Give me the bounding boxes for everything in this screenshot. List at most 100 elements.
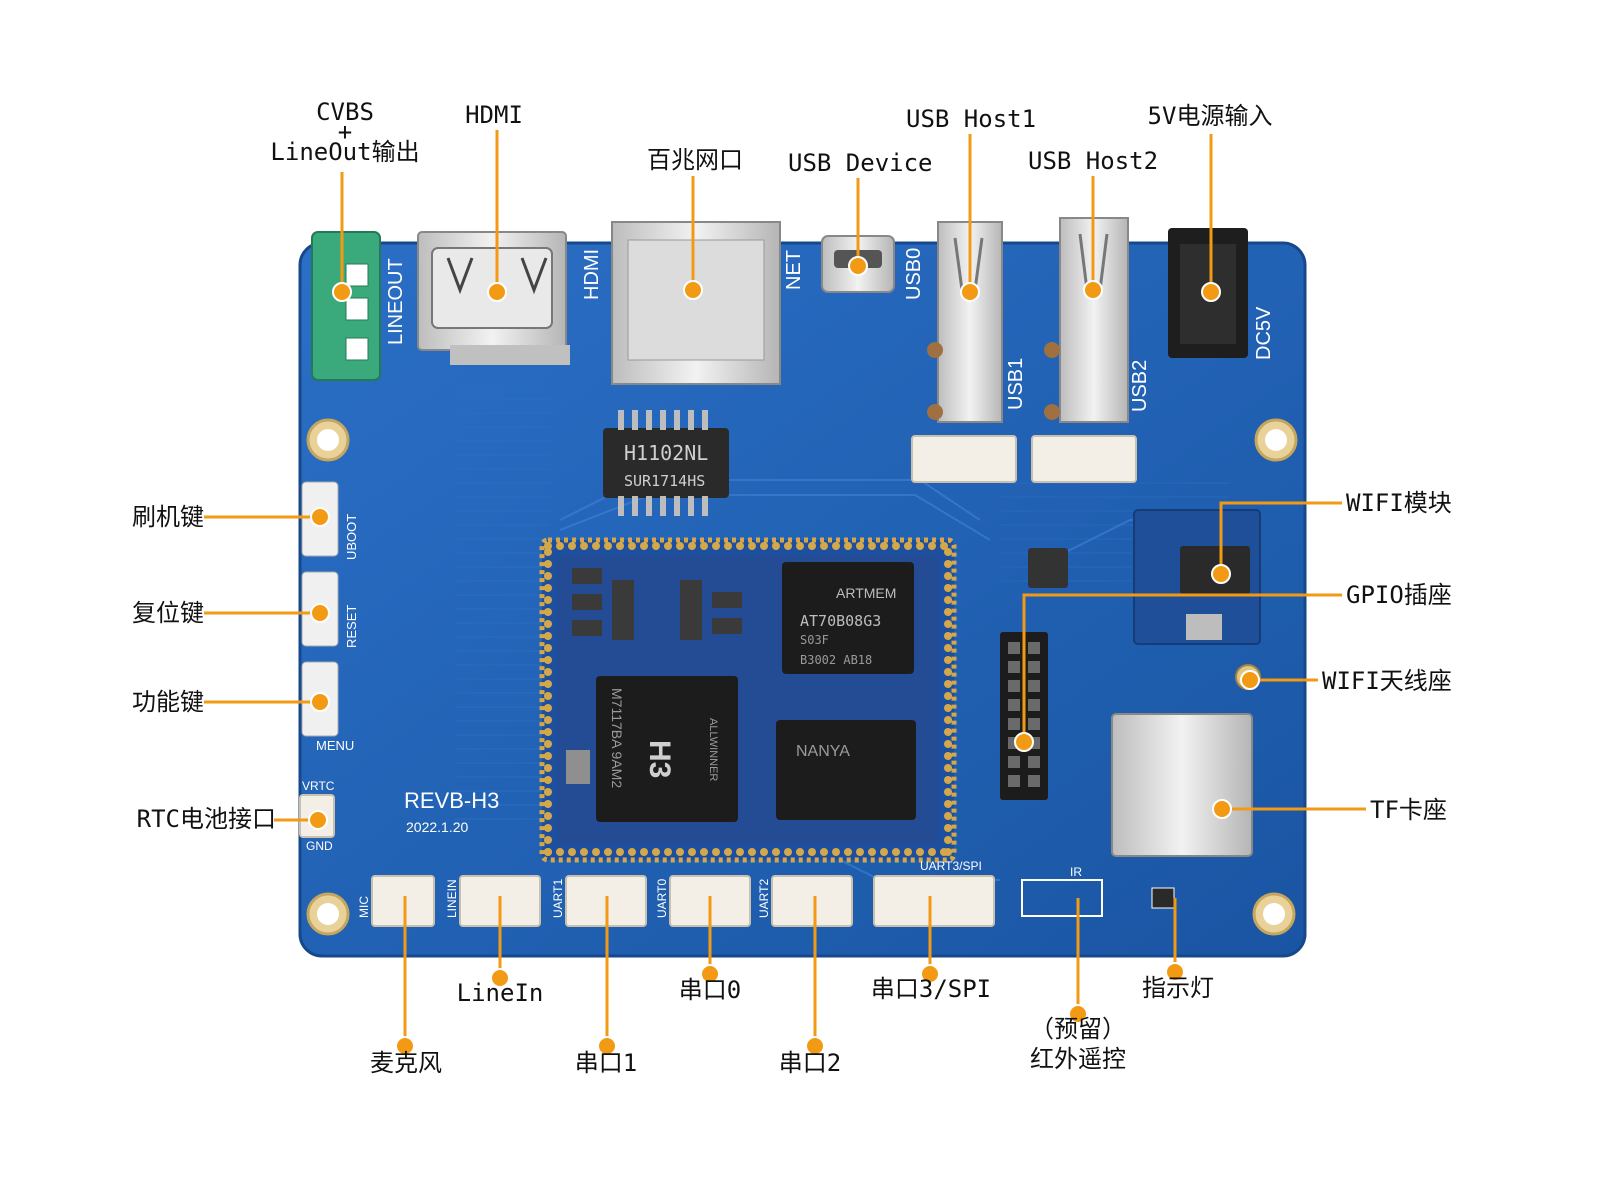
- callout-ethernet: 百兆网口: [647, 146, 743, 174]
- module-pad: [892, 848, 900, 856]
- leader-gpio: [1022, 593, 1342, 742]
- module-pad: [544, 812, 552, 820]
- callout-cvbs-line1: CVBS: [316, 98, 374, 126]
- module-pad: [544, 644, 552, 652]
- callout-uart1: 串口1: [574, 1049, 638, 1077]
- module-pad: [796, 848, 804, 856]
- module-pad: [916, 848, 924, 856]
- module-pad: [944, 632, 952, 640]
- callout-ir: （预留） 红外遥控: [1018, 1014, 1138, 1074]
- chip-nanya-label: NANYA: [796, 743, 850, 760]
- silk-reset: RESET: [344, 605, 359, 648]
- module-pad: [772, 542, 780, 550]
- module-pad: [652, 848, 660, 856]
- module-pad: [544, 800, 552, 808]
- lineout-jack: [311, 231, 381, 381]
- module-pad: [544, 740, 552, 748]
- module-pad: [944, 800, 952, 808]
- eth-transformer: [603, 410, 729, 516]
- callout-cvbs: CVBS + LineOut输出: [270, 100, 420, 164]
- silk-usb0: USB0: [903, 248, 925, 300]
- module-pad: [944, 728, 952, 736]
- gpio-pin: [1028, 680, 1040, 692]
- module-pad: [944, 740, 952, 748]
- gpio-pin: [1028, 699, 1040, 711]
- gpio-pin: [1008, 680, 1020, 692]
- leader-wifi-module-dot: [1211, 564, 1231, 584]
- module-pad: [544, 836, 552, 844]
- module-pad: [544, 752, 552, 760]
- module-pad: [544, 584, 552, 592]
- gpio-pin: [1028, 642, 1040, 654]
- module-pad: [916, 542, 924, 550]
- module-pad: [772, 848, 780, 856]
- module-pad: [568, 848, 576, 856]
- leader-reset-key-dot: [310, 603, 330, 623]
- callout-tf: TF卡座: [1370, 796, 1447, 824]
- module-pad: [944, 824, 952, 832]
- module-pad: [944, 620, 952, 628]
- leader-uart2-dot: [805, 1036, 825, 1056]
- module-pad: [556, 848, 564, 856]
- module-pad: [944, 836, 952, 844]
- module-pad: [844, 848, 852, 856]
- module-pad: [592, 848, 600, 856]
- module-pad: [760, 542, 768, 550]
- module-pad: [628, 848, 636, 856]
- leader-usb-host1-dot: [960, 282, 980, 302]
- module-pad: [944, 668, 952, 676]
- mount-holes: [306, 418, 1298, 936]
- callout-flash-key: 刷机键: [132, 503, 204, 531]
- callout-ir-line1: （预留）: [1030, 1015, 1126, 1043]
- silk-uart3: UART3/SPI: [920, 859, 982, 873]
- usb-host1-port: [927, 221, 1003, 423]
- chip-eth-xfmr-sub: SUR1714HS: [624, 472, 705, 490]
- module-pad: [556, 542, 564, 550]
- gpio-pin: [1008, 642, 1020, 654]
- module-pad: [544, 764, 552, 772]
- module-pad: [724, 542, 732, 550]
- module-pad: [868, 848, 876, 856]
- module-pad: [544, 632, 552, 640]
- callout-reset-key: 复位键: [132, 599, 204, 627]
- leader-gpio-dot: [1014, 732, 1034, 752]
- leader-wifi-module: [1219, 501, 1342, 574]
- module-pad: [944, 716, 952, 724]
- leader-lines: [204, 130, 1366, 1046]
- module-pad: [688, 848, 696, 856]
- module-pad: [944, 680, 952, 688]
- silk-menu: MENU: [316, 738, 354, 753]
- module-pad: [944, 848, 952, 856]
- bottom-connectors: [371, 875, 995, 927]
- leader-power-in-dot: [1201, 282, 1221, 302]
- module-pad: [880, 542, 888, 550]
- module-pad: [688, 542, 696, 550]
- callout-ir-line2: 红外遥控: [1030, 1045, 1126, 1073]
- module-pad: [580, 542, 588, 550]
- module-pad: [544, 656, 552, 664]
- module-pad: [856, 542, 864, 550]
- module-pad: [944, 776, 952, 784]
- leader-ethernet-dot: [683, 280, 703, 300]
- leader-hdmi-dot: [487, 282, 507, 302]
- module-pad: [820, 848, 828, 856]
- module-pad: [944, 560, 952, 568]
- callout-usb-device: USB Device: [788, 149, 933, 177]
- inductor: [1028, 548, 1068, 588]
- leader-mic-dot: [395, 1036, 415, 1056]
- module-pad: [944, 704, 952, 712]
- leader-flash-key-dot: [310, 507, 330, 527]
- silk-linein: LINEIN: [445, 879, 459, 918]
- callout-usb-host2: USB Host2: [1028, 147, 1159, 175]
- leader-usb-device-dot: [848, 256, 868, 276]
- module-pad: [580, 848, 588, 856]
- module-pad: [544, 728, 552, 736]
- silk-ir: IR: [1070, 865, 1082, 879]
- module-pad: [944, 596, 952, 604]
- gpio-pin: [1008, 661, 1020, 673]
- module-pad: [796, 542, 804, 550]
- module-pad: [664, 542, 672, 550]
- silk-dc5v: DC5V: [1253, 306, 1275, 360]
- callout-uart0: 串口0: [678, 976, 742, 1004]
